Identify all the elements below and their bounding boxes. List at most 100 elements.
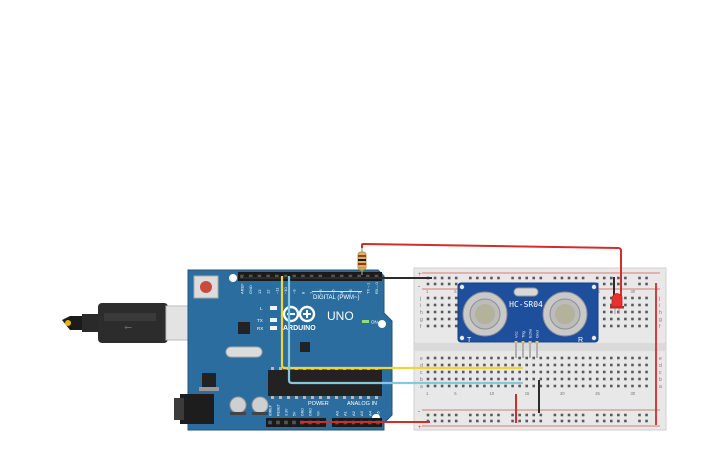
rail-hole[interactable] (617, 282, 620, 286)
grid-hole[interactable] (469, 363, 472, 367)
grid-hole[interactable] (574, 384, 578, 388)
grid-hole[interactable] (560, 377, 564, 381)
rail-hole[interactable] (595, 419, 599, 423)
digital-pin-hole[interactable] (318, 274, 323, 279)
rail-hole[interactable] (497, 419, 500, 423)
rail-hole[interactable] (490, 419, 493, 423)
rail-hole[interactable] (638, 276, 641, 280)
grid-hole[interactable] (645, 377, 648, 381)
rail-hole[interactable] (624, 419, 627, 423)
rail-hole[interactable] (525, 419, 528, 423)
grid-hole[interactable] (638, 324, 641, 328)
rail-hole[interactable] (511, 276, 514, 280)
grid-hole[interactable] (433, 370, 437, 374)
grid-hole[interactable] (553, 384, 557, 388)
grid-hole[interactable] (602, 296, 606, 300)
grid-hole[interactable] (447, 310, 451, 314)
grid-hole[interactable] (645, 310, 648, 314)
grid-hole[interactable] (461, 363, 465, 367)
rail-hole[interactable] (617, 413, 620, 417)
grid-hole[interactable] (461, 384, 465, 388)
grid-hole[interactable] (610, 296, 613, 300)
digital-pin-hole[interactable] (301, 274, 305, 279)
grid-hole[interactable] (602, 356, 606, 360)
grid-hole[interactable] (624, 324, 627, 328)
grid-hole[interactable] (518, 377, 521, 381)
grid-hole[interactable] (617, 324, 620, 328)
rail-hole[interactable] (539, 276, 543, 280)
grid-hole[interactable] (497, 370, 500, 374)
rail-hole[interactable] (518, 276, 521, 280)
grid-hole[interactable] (581, 377, 585, 381)
grid-hole[interactable] (454, 324, 458, 328)
grid-hole[interactable] (433, 296, 437, 300)
grid-hole[interactable] (454, 303, 458, 307)
rail-hole[interactable] (469, 413, 472, 417)
grid-hole[interactable] (476, 370, 479, 374)
grid-hole[interactable] (469, 356, 472, 360)
rail-hole[interactable] (602, 413, 606, 417)
grid-hole[interactable] (617, 363, 620, 367)
rail-hole[interactable] (553, 276, 557, 280)
grid-hole[interactable] (532, 384, 536, 388)
power-pin-hole[interactable] (284, 420, 288, 425)
grid-hole[interactable] (553, 370, 557, 374)
grid-hole[interactable] (426, 303, 430, 307)
rail-hole[interactable] (624, 282, 627, 286)
rail-hole[interactable] (624, 413, 627, 417)
power-pin-hole[interactable] (268, 420, 272, 425)
grid-hole[interactable] (440, 310, 444, 314)
grid-hole[interactable] (610, 384, 613, 388)
grid-hole[interactable] (440, 324, 444, 328)
grid-hole[interactable] (440, 370, 444, 374)
grid-hole[interactable] (610, 377, 613, 381)
rail-hole[interactable] (624, 276, 627, 280)
grid-hole[interactable] (617, 356, 620, 360)
grid-hole[interactable] (645, 303, 648, 307)
rail-hole[interactable] (426, 413, 430, 417)
resistor[interactable] (357, 246, 367, 275)
grid-hole[interactable] (624, 377, 627, 381)
grid-hole[interactable] (638, 377, 641, 381)
grid-hole[interactable] (532, 377, 536, 381)
grid-hole[interactable] (553, 356, 557, 360)
grid-hole[interactable] (645, 370, 648, 374)
grid-hole[interactable] (539, 356, 543, 360)
grid-hole[interactable] (539, 377, 543, 381)
grid-hole[interactable] (497, 356, 500, 360)
grid-hole[interactable] (546, 363, 550, 367)
grid-hole[interactable] (483, 356, 486, 360)
grid-hole[interactable] (497, 363, 500, 367)
grid-hole[interactable] (504, 363, 507, 367)
rail-hole[interactable] (595, 276, 599, 280)
grid-hole[interactable] (631, 356, 634, 360)
grid-hole[interactable] (447, 356, 451, 360)
grid-hole[interactable] (567, 363, 571, 367)
rail-hole[interactable] (483, 419, 486, 423)
grid-hole[interactable] (539, 363, 543, 367)
wire-yellow-trig[interactable] (280, 276, 523, 370)
rail-hole[interactable] (440, 282, 444, 286)
grid-hole[interactable] (476, 356, 479, 360)
rail-hole[interactable] (532, 413, 536, 417)
grid-hole[interactable] (532, 356, 536, 360)
grid-hole[interactable] (638, 370, 641, 374)
grid-hole[interactable] (574, 356, 578, 360)
digital-pin-hole[interactable] (348, 274, 353, 279)
rail-hole[interactable] (433, 413, 437, 417)
power-header[interactable] (266, 418, 326, 427)
grid-hole[interactable] (440, 363, 444, 367)
digital-pin-hole[interactable] (331, 274, 335, 279)
rail-hole[interactable] (617, 276, 620, 280)
rail-hole[interactable] (638, 419, 641, 423)
grid-hole[interactable] (483, 363, 486, 367)
grid-hole[interactable] (433, 384, 437, 388)
grid-hole[interactable] (454, 356, 458, 360)
grid-hole[interactable] (560, 356, 564, 360)
grid-hole[interactable] (610, 310, 613, 314)
grid-hole[interactable] (454, 370, 458, 374)
rail-hole[interactable] (433, 282, 437, 286)
digital-pin-hole[interactable] (357, 274, 361, 279)
rail-hole[interactable] (560, 276, 564, 280)
